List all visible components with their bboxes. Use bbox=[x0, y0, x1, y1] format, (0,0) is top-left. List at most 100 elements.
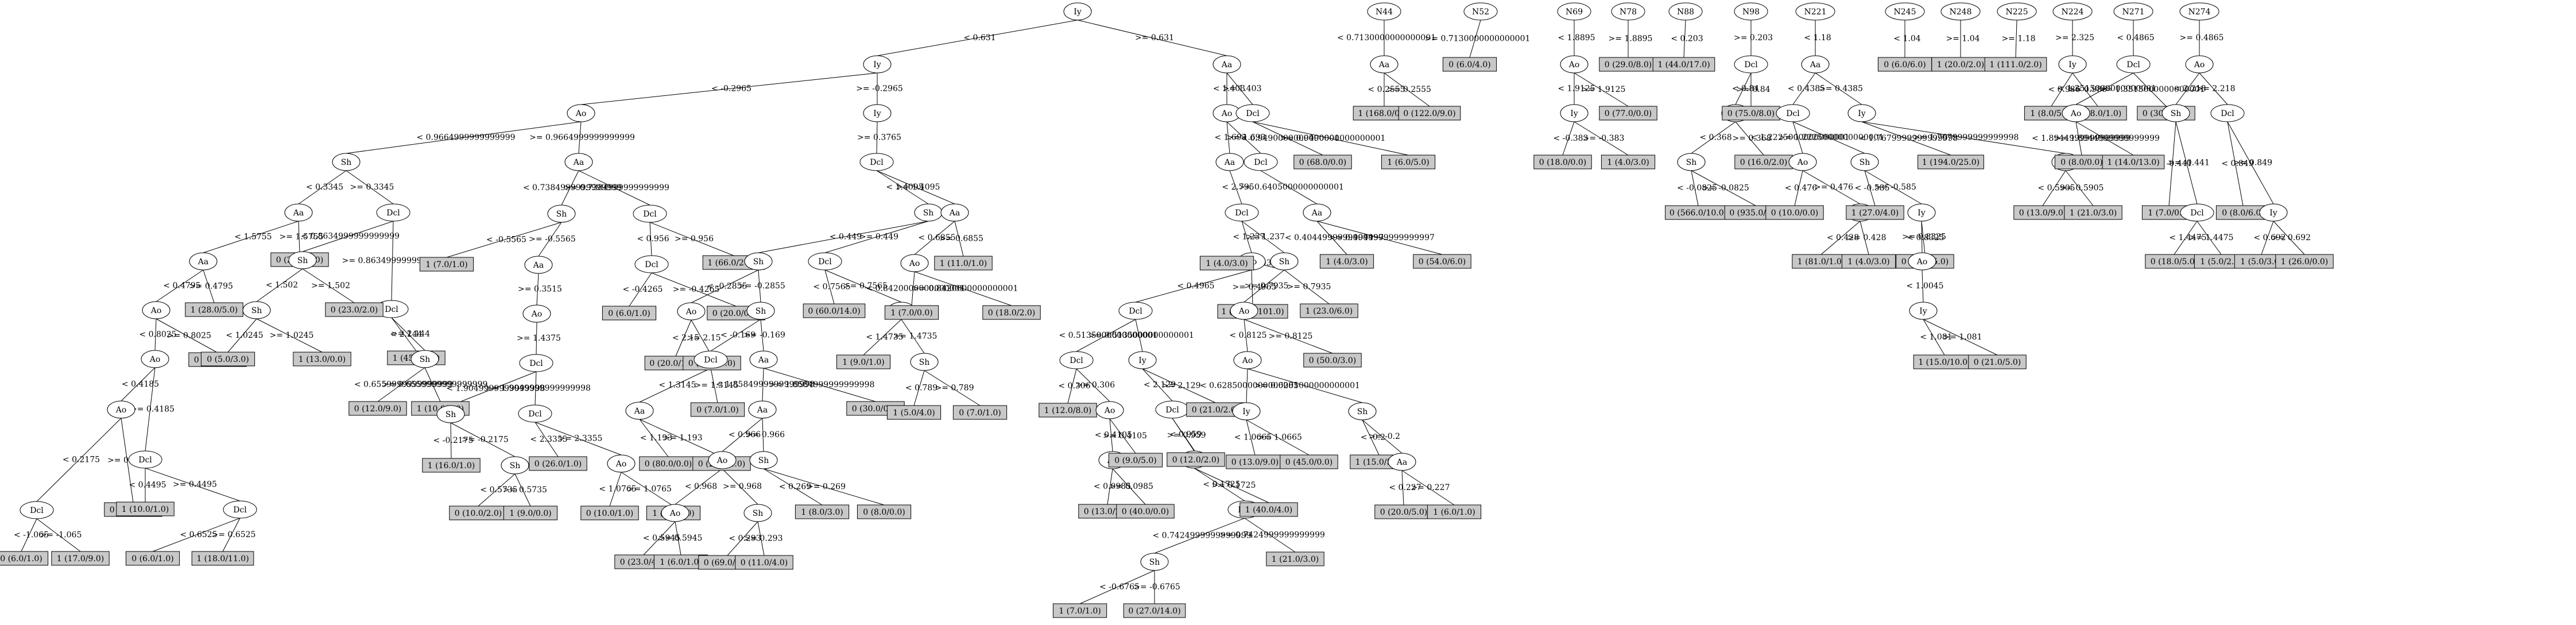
split-ellipse bbox=[1388, 453, 1416, 471]
split-node: N224 bbox=[2052, 2, 2093, 21]
split-ellipse bbox=[607, 454, 636, 473]
split-ellipse bbox=[863, 104, 892, 122]
tree-edge bbox=[450, 422, 516, 457]
edge-condition-label: < 0.203 bbox=[1671, 34, 1703, 44]
edge-condition-label: < 2.129 bbox=[1144, 380, 1176, 389]
leaf-label: 1 (9.0/1.0) bbox=[842, 358, 885, 367]
split-attribute-label: Sh bbox=[758, 456, 769, 465]
tree-edge bbox=[536, 322, 537, 355]
split-ellipse bbox=[242, 301, 271, 319]
split-ellipse bbox=[1560, 55, 1589, 74]
edge-condition-label: >= 0.5735 bbox=[503, 485, 547, 495]
edge-condition-label: >= -0.2 bbox=[1369, 432, 1400, 441]
split-node: N248 bbox=[1940, 2, 1981, 21]
edge-condition-label: >= 0.986 bbox=[2068, 85, 2107, 94]
edge-condition-label: < 0.293 bbox=[729, 534, 761, 543]
split-ellipse bbox=[1367, 2, 1401, 21]
split-ellipse bbox=[1677, 153, 1706, 171]
leaf-label: 1 (27.0/4.0) bbox=[1851, 209, 1899, 218]
split-ellipse bbox=[634, 255, 669, 273]
leaf-box bbox=[325, 302, 384, 317]
split-node: Sh bbox=[436, 405, 465, 423]
leaf-node: 1 (5.0/2.0) bbox=[2194, 254, 2249, 269]
tree-edge bbox=[675, 319, 692, 357]
leaf-label: 0 (26.0/1.0) bbox=[534, 460, 582, 469]
split-node: Iy bbox=[1847, 104, 1876, 122]
split-node: Sh bbox=[746, 302, 775, 320]
split-ellipse bbox=[1907, 203, 1936, 222]
edge-condition-label: < 1.693 bbox=[1214, 133, 1246, 142]
tree-edge bbox=[1194, 468, 1269, 503]
split-node: Ao bbox=[522, 304, 551, 323]
tree-edge bbox=[391, 221, 394, 301]
split-node: Dcl bbox=[1059, 351, 1094, 369]
edge-condition-label: < 0.986 bbox=[2048, 85, 2080, 94]
tree-edge bbox=[1076, 368, 1110, 402]
split-attribute-label: Ao bbox=[1238, 307, 1250, 316]
edge-condition-label: >= 0.849 bbox=[2233, 159, 2272, 168]
split-node: Dcl bbox=[519, 354, 553, 372]
tree-edge bbox=[534, 371, 537, 406]
leaf-label: 0 (13.0/9.0) bbox=[1231, 458, 1279, 467]
leaf-box bbox=[690, 402, 745, 417]
edge-condition-label: >= 0.1725 bbox=[1212, 481, 1256, 490]
split-node: Dcl bbox=[1776, 104, 1810, 122]
leaf-box bbox=[1846, 205, 1904, 220]
tree-edge bbox=[651, 272, 737, 307]
leaf-label: 0 (16.0/2.0) bbox=[1740, 158, 1787, 167]
split-node: Ao bbox=[1233, 351, 1262, 369]
edge-condition-label: < 0.631 bbox=[963, 33, 995, 43]
leaf-box bbox=[1123, 603, 1186, 618]
split-node: Dcl bbox=[1244, 153, 1278, 171]
split-node: Dcl bbox=[634, 255, 669, 273]
split-ellipse bbox=[677, 302, 706, 321]
edge-condition-label: >= -0.5565 bbox=[529, 235, 576, 244]
split-ellipse bbox=[2052, 2, 2093, 21]
tree-edge bbox=[152, 518, 241, 552]
edge-condition-label: < 1.8584999999999998 bbox=[716, 380, 815, 389]
split-attribute-label: Ao bbox=[149, 355, 161, 364]
leaf-node: 1 (15.0/10.0) bbox=[1913, 354, 1976, 369]
tree-edge bbox=[256, 268, 303, 302]
tree-edge bbox=[2227, 121, 2274, 205]
leaf-box bbox=[1931, 57, 1990, 72]
leaf-node: 1 (5.0/4.0) bbox=[886, 405, 942, 420]
tree-edge bbox=[1244, 269, 1285, 303]
edge-condition-label: >= 1.502 bbox=[311, 281, 350, 291]
edge-condition-label: >= 1.18 bbox=[2001, 34, 2035, 44]
tree-edge bbox=[446, 222, 562, 258]
edge-condition-label: >= 2.3355 bbox=[559, 434, 603, 443]
tree-edge bbox=[203, 269, 215, 303]
split-attribute-label: Ao bbox=[531, 310, 543, 319]
tree-edge bbox=[1252, 121, 1323, 156]
split-attribute-label: Dcl bbox=[1786, 109, 1800, 118]
leaf-node: 1 (4.0/3.0) bbox=[1319, 254, 1374, 269]
split-node: Dcl bbox=[2210, 104, 2245, 122]
edge-condition-label: < 1.9049999999999998 bbox=[446, 384, 545, 393]
leaf-node: 1 (20.0/2.0) bbox=[1931, 57, 1990, 72]
split-attribute-label: Dcl bbox=[818, 257, 832, 267]
edge-condition-label: < 0.3345 bbox=[306, 183, 343, 192]
edge-condition-label: < 0.7424999999999999 bbox=[1152, 531, 1251, 541]
split-attribute-label: Ao bbox=[1916, 257, 1928, 267]
leaf-node: 1 (7.0/0.0) bbox=[884, 305, 939, 320]
leaf-label: 0 (21.0/2.0) bbox=[1192, 406, 1239, 415]
leaf-label: 0 (21.0/5.0) bbox=[1974, 358, 2021, 367]
tree-edge bbox=[534, 422, 559, 457]
tree-edge bbox=[1226, 121, 1230, 154]
tree-edge bbox=[1691, 121, 1736, 154]
tree-edge bbox=[580, 72, 878, 105]
split-ellipse bbox=[1232, 402, 1261, 420]
split-attribute-label: Dcl bbox=[1070, 356, 1083, 365]
leaf-label: 0 (6.0/1.0) bbox=[0, 554, 42, 564]
split-ellipse bbox=[1230, 302, 1258, 320]
tree-edge bbox=[824, 269, 835, 304]
edge-condition-label: < -0.2855 bbox=[707, 282, 747, 291]
tree-edge bbox=[391, 317, 417, 352]
edge-condition-label: < -0.2175 bbox=[433, 436, 474, 445]
split-ellipse bbox=[1909, 302, 1938, 320]
leaf-label: 0 (45.0/0.0) bbox=[1285, 458, 1332, 467]
tree-edge bbox=[450, 371, 537, 406]
split-ellipse bbox=[332, 153, 361, 171]
split-node: Sh bbox=[744, 252, 773, 271]
